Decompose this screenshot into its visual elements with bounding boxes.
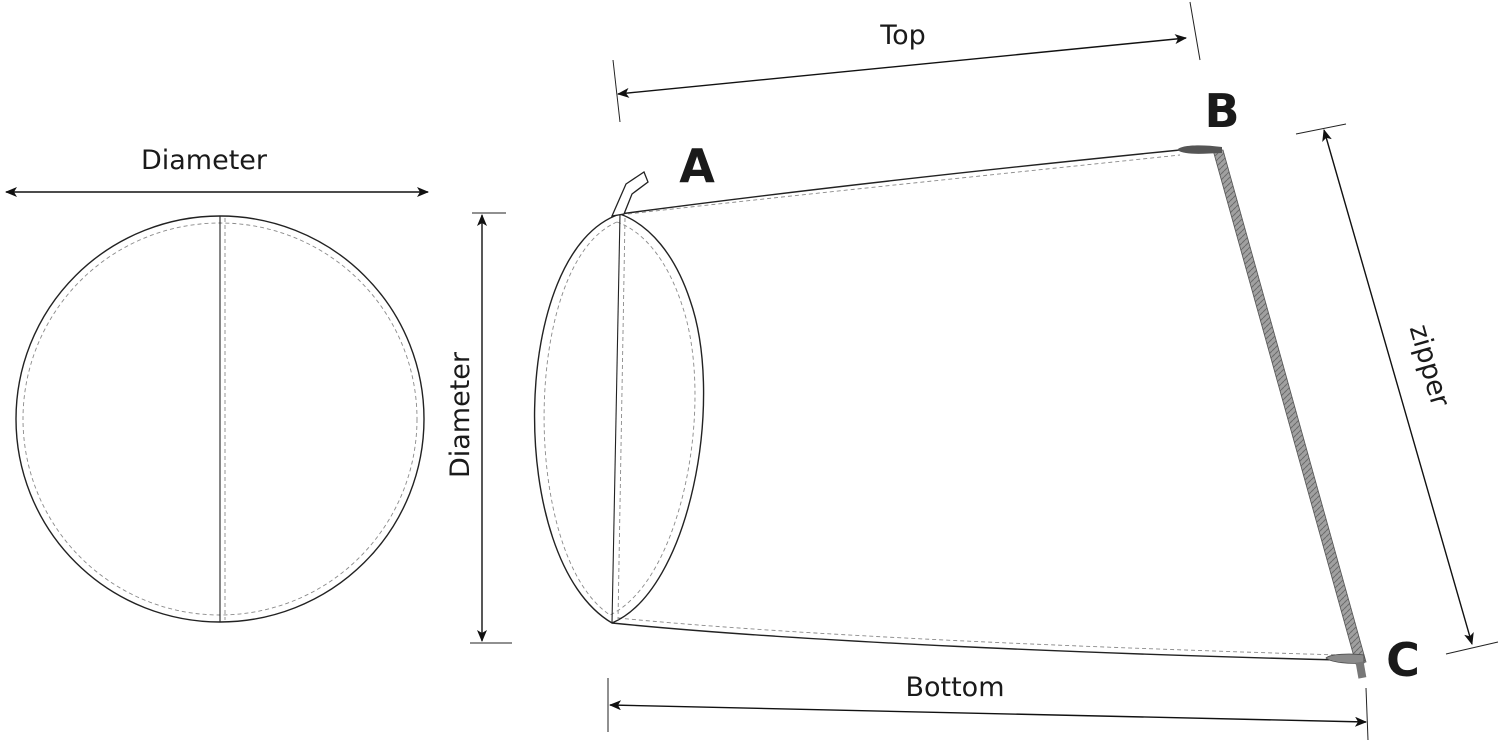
bottom-dimension: Bottom	[607, 672, 1369, 741]
top-extension-right	[1189, 1, 1201, 61]
zipper-arrow	[1322, 129, 1474, 645]
zipper-pull-tab	[1355, 661, 1367, 679]
point-label-a: A	[679, 139, 715, 193]
bolster-end-cap	[533, 213, 705, 624]
zipper-label: zipper	[1403, 321, 1456, 411]
top-dimension: Top	[612, 1, 1201, 123]
diameter-dimension-vertical: Diameter	[445, 212, 512, 644]
bottom-arrow	[609, 700, 1367, 727]
top-edge-stitching	[627, 154, 1181, 215]
point-label-b: B	[1204, 84, 1239, 138]
zipper-extension-bottom	[1445, 641, 1499, 655]
diameter-label-vertical: Diameter	[445, 351, 476, 478]
bolster-body	[533, 145, 1367, 679]
zipper-stop-top	[1177, 145, 1222, 154]
top-label: Top	[879, 20, 926, 51]
bottom-edge-stitching	[617, 617, 1341, 656]
zipper-track	[1212, 149, 1367, 665]
bolster-end-seam	[611, 213, 621, 624]
bolster-end-cap-stitching	[543, 221, 696, 616]
top-extension-left	[612, 59, 621, 123]
zipper-dimension: zipper	[1295, 123, 1499, 655]
pull-tab	[610, 171, 649, 217]
zipper-pull	[1325, 653, 1365, 664]
top-arrow	[617, 34, 1187, 98]
bottom-label: Bottom	[905, 672, 1004, 703]
zipper-extension-top	[1295, 123, 1347, 135]
diameter-label-horizontal: Diameter	[141, 145, 268, 176]
bottom-extension-right	[1365, 687, 1369, 741]
top-edge	[619, 149, 1181, 215]
bottom-edge	[611, 622, 1341, 661]
point-label-c: C	[1386, 633, 1420, 687]
end-circle-view: Diameter	[5, 145, 429, 623]
